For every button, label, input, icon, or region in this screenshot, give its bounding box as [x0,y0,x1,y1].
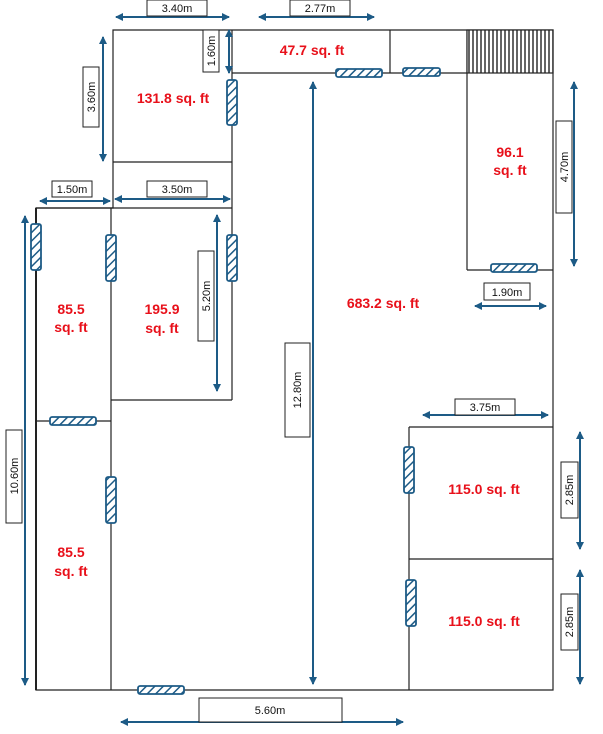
dim-text-1280: 12.80m [292,372,304,409]
dim-box-285a [560,461,579,519]
dim-box-285b [560,593,579,651]
dim-box-560 [198,697,343,723]
dim-text-360: 3.60m [86,82,98,113]
room-label-96-line1: 96.1 [496,144,523,160]
room-label-855a-line2: sq. ft [54,319,88,335]
door-left-top-inner [105,234,117,282]
room-label-96-line2: sq. ft [493,162,527,178]
dim-box-150 [51,180,93,198]
dim-text-520: 5.20m [201,281,213,312]
dim-box-190 [483,282,531,301]
dim-text-190: 1.90m [492,287,523,299]
dim-text-277: 2.77m [305,3,336,15]
door-closet [402,67,441,77]
room-label-115a: 115.0 sq. ft [448,481,520,497]
dim-text-285a: 2.85m [564,475,576,506]
dim-box-470 [555,120,573,214]
room-label-6832: 683.2 sq. ft [347,295,420,311]
door-entrance [137,685,185,695]
dim-box-375 [454,398,516,416]
dim-box-340 [146,0,208,17]
dim-box-350 [146,180,208,198]
room-label-855a-line1: 85.5 [57,301,84,317]
door-left-top-outer [30,223,42,271]
room-label-1959-line1: 195.9 [144,301,179,317]
dim-text-160: 1.60m [206,36,218,67]
dim-text-285b: 2.85m [564,607,576,638]
room-label-131: 131.8 sq. ft [137,90,210,106]
room-label-855b-line2: sq. ft [54,563,88,579]
door-right-room-upper [403,446,415,494]
door-top-strip [335,68,383,78]
door-mid-room [226,234,238,282]
dimension-boxes [5,0,579,723]
dim-text-350: 3.50m [162,184,193,196]
dim-box-160 [202,29,220,73]
dim-text-340: 3.40m [162,3,193,15]
room-label-47: 47.7 sq. ft [280,42,345,58]
door-left-divider [49,416,97,426]
dimension-texts: 3.40m 2.77m 1.60m 3.60m 1.50m 3.50m 5.20… [9,3,576,717]
dim-box-520 [197,250,215,342]
doors [30,67,538,695]
room-label-855b-line1: 85.5 [57,544,84,560]
room-label-115b: 115.0 sq. ft [448,613,520,629]
dim-text-1060: 10.60m [9,458,21,495]
room-labels: 131.8 sq. ft 47.7 sq. ft 96.1 sq. ft 85.… [54,42,527,629]
dim-text-375: 3.75m [470,402,501,414]
dim-text-470: 4.70m [559,152,571,183]
dim-box-1060 [5,429,23,524]
dim-box-277 [289,0,351,17]
door-top-left-room [226,79,238,126]
dim-box-1280 [284,342,311,438]
door-right-room [490,263,538,273]
dim-text-560: 5.60m [255,705,286,717]
door-left-bottom-inner [105,476,117,524]
door-right-room-lower [405,579,417,627]
room-label-1959-line2: sq. ft [145,320,179,336]
staircase [466,29,554,74]
dim-box-360 [82,66,100,128]
dim-text-150: 1.50m [57,184,88,196]
